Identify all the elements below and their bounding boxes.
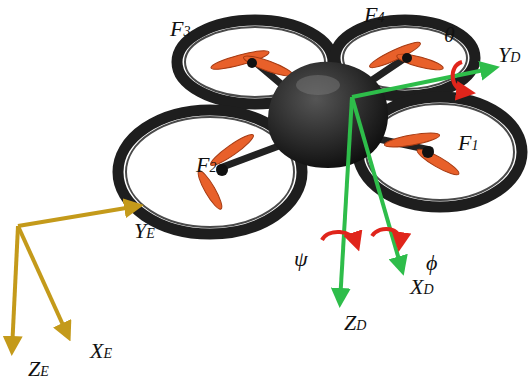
rotation-arrows	[322, 62, 466, 242]
axis-label: F1	[458, 132, 478, 154]
axis-label: YD	[498, 44, 520, 66]
axis-label: F2	[196, 154, 216, 176]
axis-label: F3	[170, 18, 190, 40]
axis-label: F4	[364, 4, 384, 26]
axis-label: θ	[444, 24, 455, 46]
axis-label: YE	[134, 220, 155, 242]
hull-rings	[118, 20, 522, 234]
axis-label: ϕ	[426, 252, 437, 274]
axis-label: XD	[410, 276, 434, 298]
axis-label: ψ	[294, 248, 308, 270]
body-frame-axes	[340, 68, 494, 302]
axis-label: ZE	[28, 358, 49, 380]
axis-label: XE	[90, 340, 112, 362]
axis-label: ZD	[344, 312, 366, 334]
earth-frame-axes	[12, 206, 138, 350]
